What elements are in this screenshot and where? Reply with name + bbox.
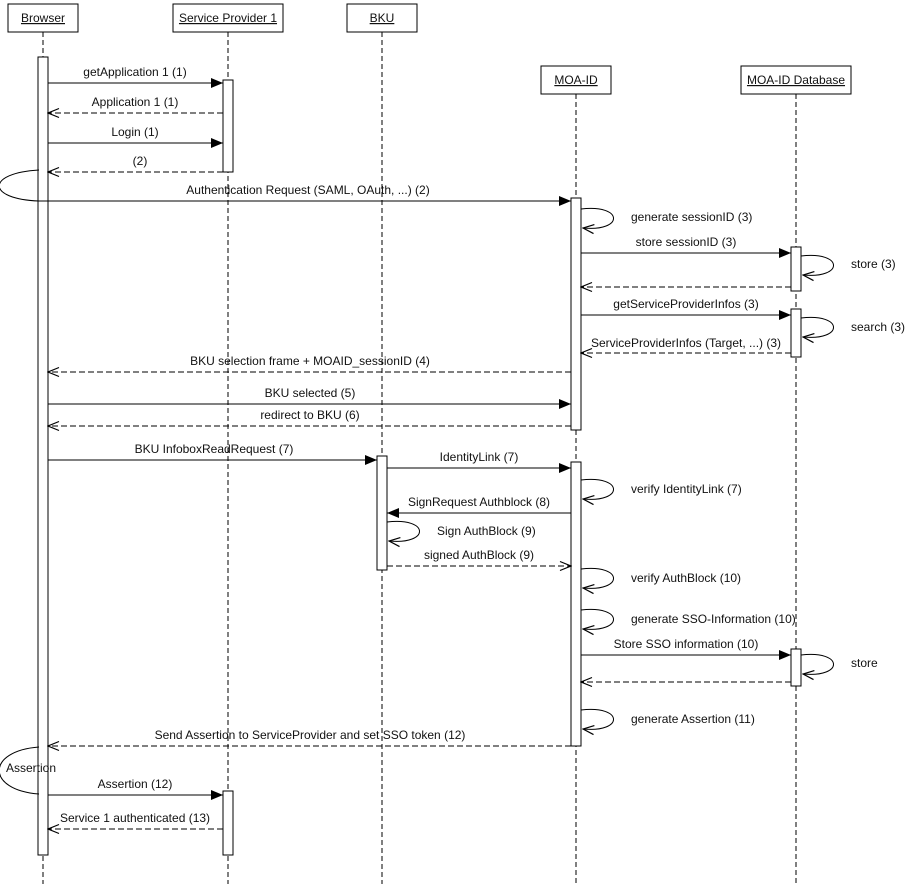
message-label: (2) <box>133 154 148 168</box>
assertion-annotation: Assertion <box>6 761 56 775</box>
message-store-self: store <box>800 653 878 674</box>
flow-curve-bottom <box>0 746 40 795</box>
actor-label: MOA-ID Database <box>747 73 845 87</box>
message-authentication-request: Authentication Request (SAML, OAuth, ...… <box>39 183 571 206</box>
actor-label: Browser <box>21 11 65 25</box>
message-label: Service 1 authenticated (13) <box>60 811 210 825</box>
activation-database-3 <box>790 648 802 687</box>
message-label: Assertion (12) <box>98 777 173 791</box>
self-message-arc <box>580 608 614 629</box>
self-message-arc <box>800 316 834 337</box>
message-redirect-to-bku: redirect to BKU (6) <box>48 408 571 426</box>
self-message-arc <box>800 254 834 275</box>
activation-bku <box>376 455 388 571</box>
activation-database-2 <box>790 308 802 358</box>
message-bku-infobox-read-request: BKU InfoboxReadRequest (7) <box>48 442 377 465</box>
message-signed-authblock: signed AuthBlock (9) <box>387 548 571 566</box>
message-send-assertion: Send Assertion to ServiceProvider and se… <box>48 728 571 746</box>
message-label: verify IdentityLink (7) <box>631 482 742 496</box>
actor-service-provider-1: Service Provider 1 <box>172 3 284 33</box>
actor-box <box>740 65 852 95</box>
self-message-arc <box>800 653 834 674</box>
message-label: BKU InfoboxReadRequest (7) <box>135 442 294 456</box>
message-label: generate Assertion (11) <box>631 712 755 726</box>
message-label: IdentityLink (7) <box>440 450 519 464</box>
actor-label: BKU <box>370 11 395 25</box>
message-store-3-self: store (3) <box>800 254 896 275</box>
actor-moa-id-database: MOA-ID Database <box>740 65 852 95</box>
message-verify-authblock: verify AuthBlock (10) <box>580 567 741 588</box>
message-label: generate sessionID (3) <box>631 210 752 224</box>
message-label: getApplication 1 (1) <box>83 65 186 79</box>
message-label: store <box>851 656 878 670</box>
actor-browser: Browser <box>7 3 79 33</box>
message-get-service-provider-infos: getServiceProviderInfos (3) <box>581 297 791 320</box>
actor-box <box>346 3 418 33</box>
message-store-sso-information: Store SSO information (10) <box>581 637 791 660</box>
message-label: Store SSO information (10) <box>614 637 759 651</box>
actor-box <box>7 3 79 33</box>
self-message-arc <box>580 567 614 588</box>
actor-label: MOA-ID <box>554 73 598 87</box>
message-bku-selected: BKU selected (5) <box>48 386 571 409</box>
message-get-application: getApplication 1 (1) <box>48 65 223 88</box>
activation-service-provider-1 <box>222 79 234 173</box>
message-sign-request-authblock: SignRequest Authblock (8) <box>387 495 571 518</box>
activation-database-1 <box>790 246 802 292</box>
message-label: signed AuthBlock (9) <box>424 548 534 562</box>
actor-label: Service Provider 1 <box>179 11 277 25</box>
message-label: Login (1) <box>111 125 158 139</box>
actor-moa-id: MOA-ID <box>540 65 612 95</box>
activation-browser <box>37 56 49 856</box>
activation-moa-id-1 <box>570 197 582 431</box>
self-message-arc <box>580 708 614 729</box>
message-label: SignRequest Authblock (8) <box>408 495 550 509</box>
self-message-arc <box>386 520 420 541</box>
message-store-sessionid: store sessionID (3) <box>581 235 791 258</box>
message-label: search (3) <box>851 320 905 334</box>
message-search-self: search (3) <box>800 316 905 337</box>
annotation-label: Assertion <box>6 761 56 775</box>
message-label: Send Assertion to ServiceProvider and se… <box>155 728 466 742</box>
message-label: BKU selected (5) <box>265 386 356 400</box>
message-assertion-12: Assertion (12) <box>48 777 223 800</box>
self-message-arc <box>580 207 614 228</box>
message-verify-identity-link: verify IdentityLink (7) <box>580 478 742 499</box>
message-identity-link: IdentityLink (7) <box>387 450 571 473</box>
message-generate-sso-information: generate SSO-Information (10) <box>580 608 796 629</box>
message-label: Sign AuthBlock (9) <box>437 524 536 538</box>
message-application-1: Application 1 (1) <box>48 95 223 113</box>
message-label: Application 1 (1) <box>92 95 179 109</box>
activation-service-provider-2 <box>222 790 234 856</box>
actor-box <box>172 3 284 33</box>
message-label: redirect to BKU (6) <box>260 408 359 422</box>
self-message-arc <box>580 478 614 499</box>
message-service-authenticated: Service 1 authenticated (13) <box>48 811 223 829</box>
message-label: BKU selection frame + MOAID_sessionID (4… <box>190 354 430 368</box>
message-login: Login (1) <box>48 125 223 148</box>
message-label: getServiceProviderInfos (3) <box>613 297 758 311</box>
activation-moa-id-2 <box>570 461 582 747</box>
message-generate-assertion: generate Assertion (11) <box>580 708 755 729</box>
message-label: store (3) <box>851 257 896 271</box>
message-bku-selection-frame: BKU selection frame + MOAID_sessionID (4… <box>48 354 571 372</box>
actor-box <box>540 65 612 95</box>
flow-curve-top <box>0 169 40 202</box>
message-service-provider-infos: ServiceProviderInfos (Target, ...) (3) <box>581 336 791 353</box>
message-generate-sessionid: generate sessionID (3) <box>580 207 752 228</box>
message-label: verify AuthBlock (10) <box>631 571 741 585</box>
actor-bku: BKU <box>346 3 418 33</box>
message-label: generate SSO-Information (10) <box>631 612 796 626</box>
message-label: ServiceProviderInfos (Target, ...) (3) <box>591 336 781 350</box>
message-sign-authblock-self: Sign AuthBlock (9) <box>386 520 536 541</box>
message-return-2: (2) <box>48 154 223 172</box>
message-label: store sessionID (3) <box>636 235 737 249</box>
message-label: Authentication Request (SAML, OAuth, ...… <box>186 183 429 197</box>
